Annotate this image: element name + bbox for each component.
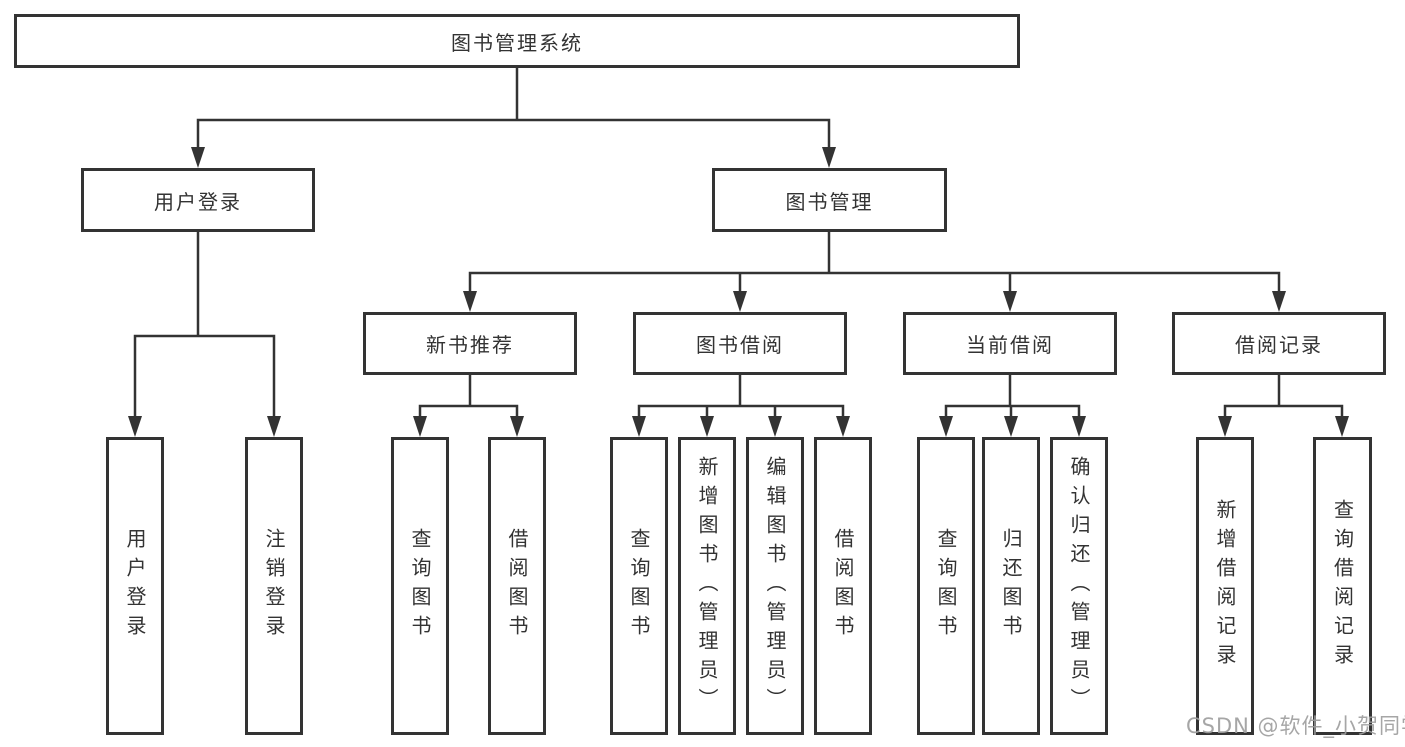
leaf-query-books-borrowing: 查询图书 (610, 437, 668, 735)
leaf-label: 编辑图书（管理员） (763, 455, 787, 717)
node-label: 当前借阅 (966, 333, 1054, 357)
node-user-login: 用户登录 (81, 168, 315, 232)
leaf-label: 用户登录 (123, 528, 147, 644)
node-borrowing-records: 借阅记录 (1172, 312, 1386, 375)
leaf-user-login: 用户登录 (106, 437, 164, 735)
node-book-borrowing: 图书借阅 (633, 312, 847, 375)
leaf-label: 借阅图书 (505, 528, 529, 644)
leaf-label: 新增图书（管理员） (695, 455, 719, 717)
leaf-label: 借阅图书 (831, 528, 855, 644)
leaf-query-borrow-record: 查询借阅记录 (1313, 437, 1372, 735)
node-label: 图书管理 (785, 189, 874, 214)
leaf-label: 新增借阅记录 (1213, 499, 1237, 673)
leaf-label: 确认归还（管理员） (1067, 455, 1091, 717)
node-root-system: 图书管理系统 (14, 14, 1020, 68)
node-label: 图书管理系统 (451, 30, 583, 55)
leaf-query-books-current: 查询图书 (917, 437, 975, 735)
node-label: 借阅记录 (1235, 333, 1323, 357)
node-new-book-recommend: 新书推荐 (363, 312, 577, 375)
connector-root-to-level2 (191, 66, 836, 168)
leaf-label: 查询图书 (627, 528, 651, 644)
leaf-edit-books-admin: 编辑图书（管理员） (746, 437, 804, 735)
connector-book-borrowing-to-leaves (632, 373, 850, 437)
leaf-label: 归还图书 (999, 528, 1023, 644)
connector-borrowing-records-to-leaves (1218, 373, 1349, 437)
leaf-confirm-return-admin: 确认归还（管理员） (1050, 437, 1108, 735)
leaf-query-books-newbook: 查询图书 (391, 437, 449, 735)
leaf-add-borrow-record: 新增借阅记录 (1196, 437, 1254, 735)
leaf-label: 查询借阅记录 (1330, 499, 1355, 673)
connector-current-borrowing-to-leaves (939, 373, 1086, 437)
leaf-add-books-admin: 新增图书（管理员） (678, 437, 736, 735)
leaf-borrow-books-borrowing: 借阅图书 (814, 437, 872, 735)
connector-user-login-to-leaves (128, 230, 281, 437)
node-label: 用户登录 (154, 189, 242, 214)
leaf-label: 注销登录 (262, 528, 286, 644)
connector-book-management-to-level3 (463, 230, 1286, 312)
node-current-borrowing: 当前借阅 (903, 312, 1117, 375)
node-label: 新书推荐 (426, 333, 514, 357)
node-label: 图书借阅 (696, 333, 784, 357)
leaf-borrow-books-newbook: 借阅图书 (488, 437, 546, 735)
leaf-label: 查询图书 (934, 528, 958, 644)
leaf-label: 查询图书 (408, 528, 432, 644)
node-book-management: 图书管理 (712, 168, 947, 232)
connector-new-book-recommend-to-leaves (413, 373, 524, 437)
leaf-return-books: 归还图书 (982, 437, 1040, 735)
leaf-logout-login: 注销登录 (245, 437, 303, 735)
watermark-text: CSDN @软件_小贺同学 (1186, 714, 1405, 738)
